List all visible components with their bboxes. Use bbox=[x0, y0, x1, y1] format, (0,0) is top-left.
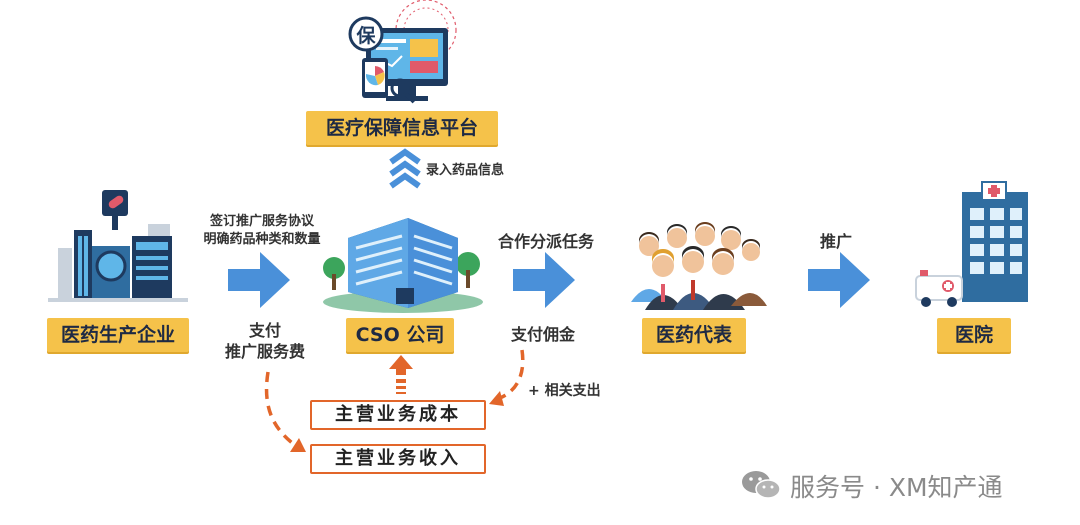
platform-label: 医疗保障信息平台 bbox=[306, 111, 498, 145]
edge-label-reps-to-hospital: 推广 bbox=[819, 232, 852, 251]
platform-monitor-icon bbox=[348, 0, 457, 104]
people-group-icon bbox=[631, 222, 767, 310]
hospital-icon bbox=[915, 181, 1028, 307]
edge-label-cso-to-reps: 合作分派任务 bbox=[497, 232, 594, 251]
revenue-box: 主营业务收入 bbox=[310, 444, 486, 474]
related-expenses-label: + 相关支出 bbox=[528, 383, 601, 399]
hospital-label: 医院 bbox=[937, 318, 1011, 352]
edge-label-agreement-line2: 明确药品种类和数量 bbox=[203, 232, 321, 247]
cost-box: 主营业务成本 bbox=[310, 400, 486, 430]
cso-building-icon bbox=[323, 218, 483, 313]
platform-badge: 保 bbox=[356, 25, 376, 47]
edge-label-cso-to-platform: 录入药品信息 bbox=[426, 163, 505, 178]
up-chevrons-icon bbox=[389, 148, 421, 189]
wechat-icon bbox=[742, 471, 781, 499]
manufacturer-label: 医药生产企业 bbox=[47, 318, 189, 352]
pay-fee-label-line1: 支付 bbox=[248, 321, 281, 340]
arrow-right-icon bbox=[513, 252, 575, 308]
reps-label: 医药代表 bbox=[642, 318, 746, 352]
factory-icon bbox=[48, 190, 188, 302]
edge-label-agreement-line1: 签订推广服务协议 bbox=[209, 214, 314, 229]
pay-fee-label-line2: 推广服务费 bbox=[224, 342, 305, 361]
pay-commission-label: 支付佣金 bbox=[510, 325, 575, 344]
arrow-right-icon bbox=[808, 252, 870, 308]
up-arrow-orange-icon bbox=[389, 355, 413, 394]
watermark-text: 服务号 · XM知产通 bbox=[790, 473, 1003, 502]
cso-label: CSO 公司 bbox=[346, 318, 454, 352]
arrow-right-icon bbox=[228, 252, 290, 308]
